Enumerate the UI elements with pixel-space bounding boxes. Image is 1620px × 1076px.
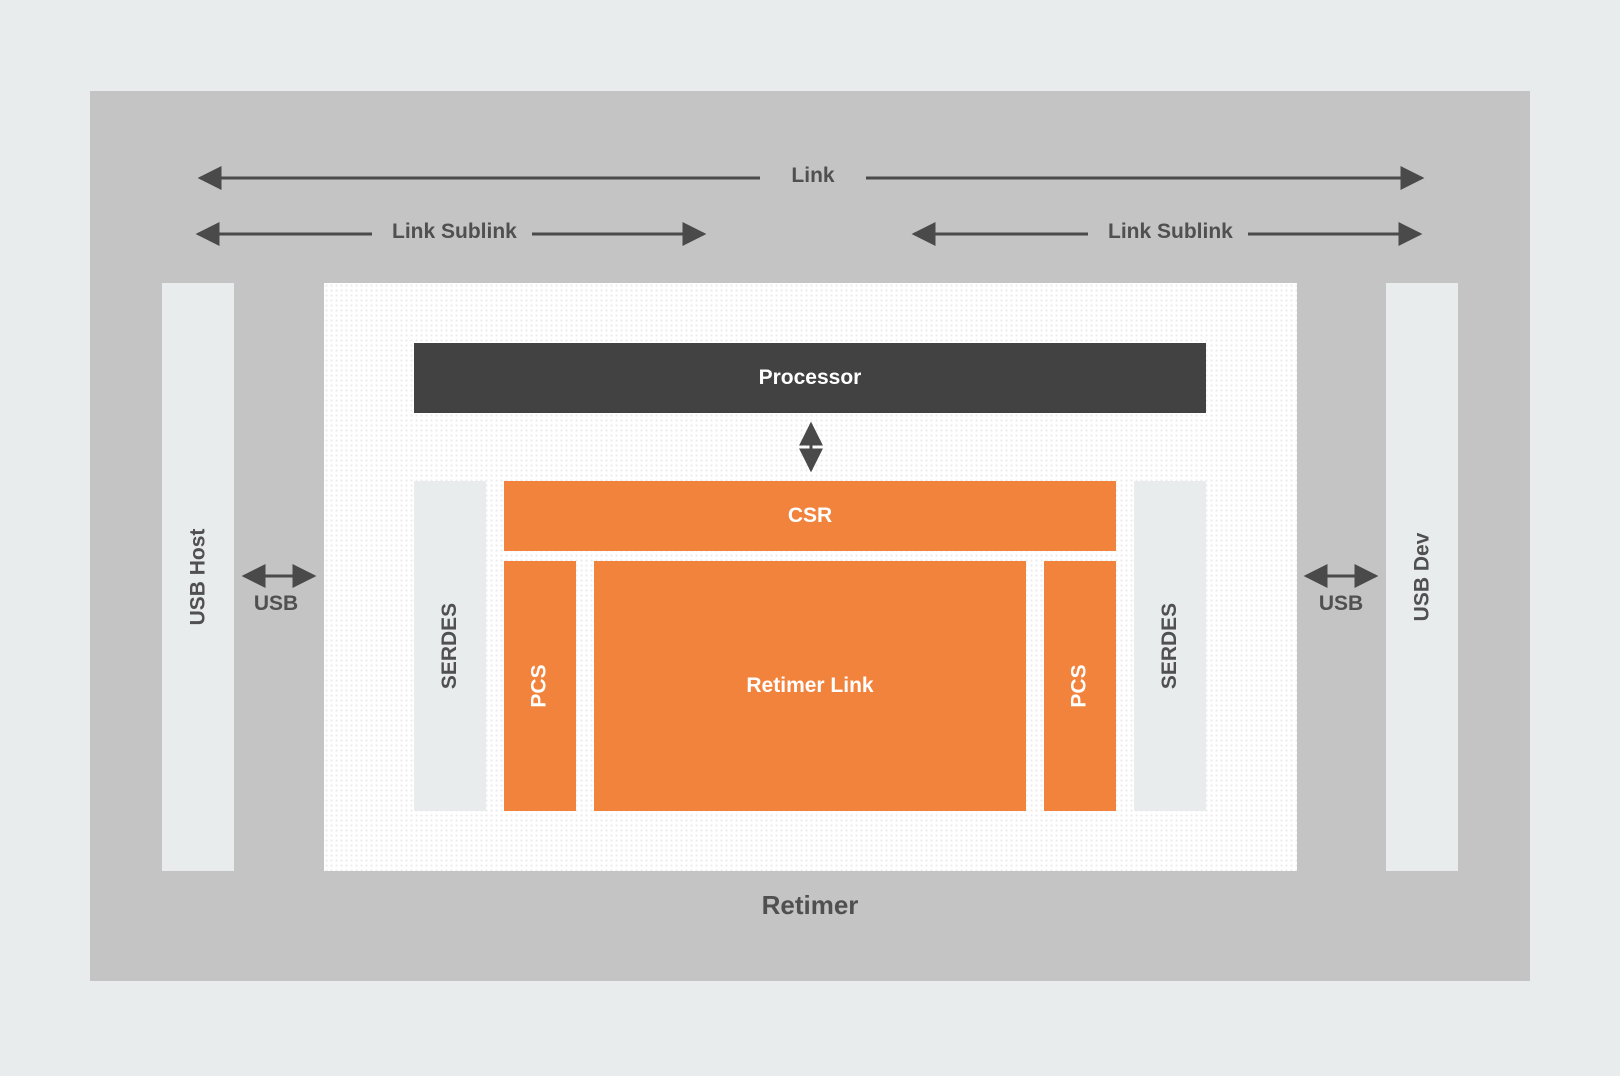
serdes-right-label: SERDES: [1158, 602, 1182, 690]
retimer-link-block: Retimer Link: [594, 561, 1026, 811]
serdes-left-label: SERDES: [438, 602, 462, 690]
processor-block: Processor: [414, 343, 1206, 413]
serdes-right-block: SERDES: [1134, 481, 1206, 811]
retimer-title: Retimer: [761, 890, 859, 920]
sublink-left-label: Link Sublink: [372, 218, 532, 246]
pcs-right-block: PCS: [1044, 561, 1116, 811]
serdes-left-block: SERDES: [414, 481, 486, 811]
csr-block: CSR: [504, 481, 1116, 551]
retimer-link-label: Retimer Link: [746, 674, 874, 697]
link-label: Link: [760, 162, 866, 190]
pcs-right-label: PCS: [1068, 664, 1091, 708]
processor-label: Processor: [758, 366, 862, 389]
usb-right-label: USB: [1318, 592, 1364, 615]
usb-dev-panel: USB Dev: [1386, 283, 1458, 871]
usb-left-label: USB: [253, 592, 299, 615]
pcs-left-block: PCS: [504, 561, 576, 811]
sublink-right-label: Link Sublink: [1088, 218, 1248, 246]
usb-host-panel: USB Host: [162, 283, 234, 871]
csr-label: CSR: [787, 504, 833, 527]
pcs-left-label: PCS: [528, 664, 551, 708]
